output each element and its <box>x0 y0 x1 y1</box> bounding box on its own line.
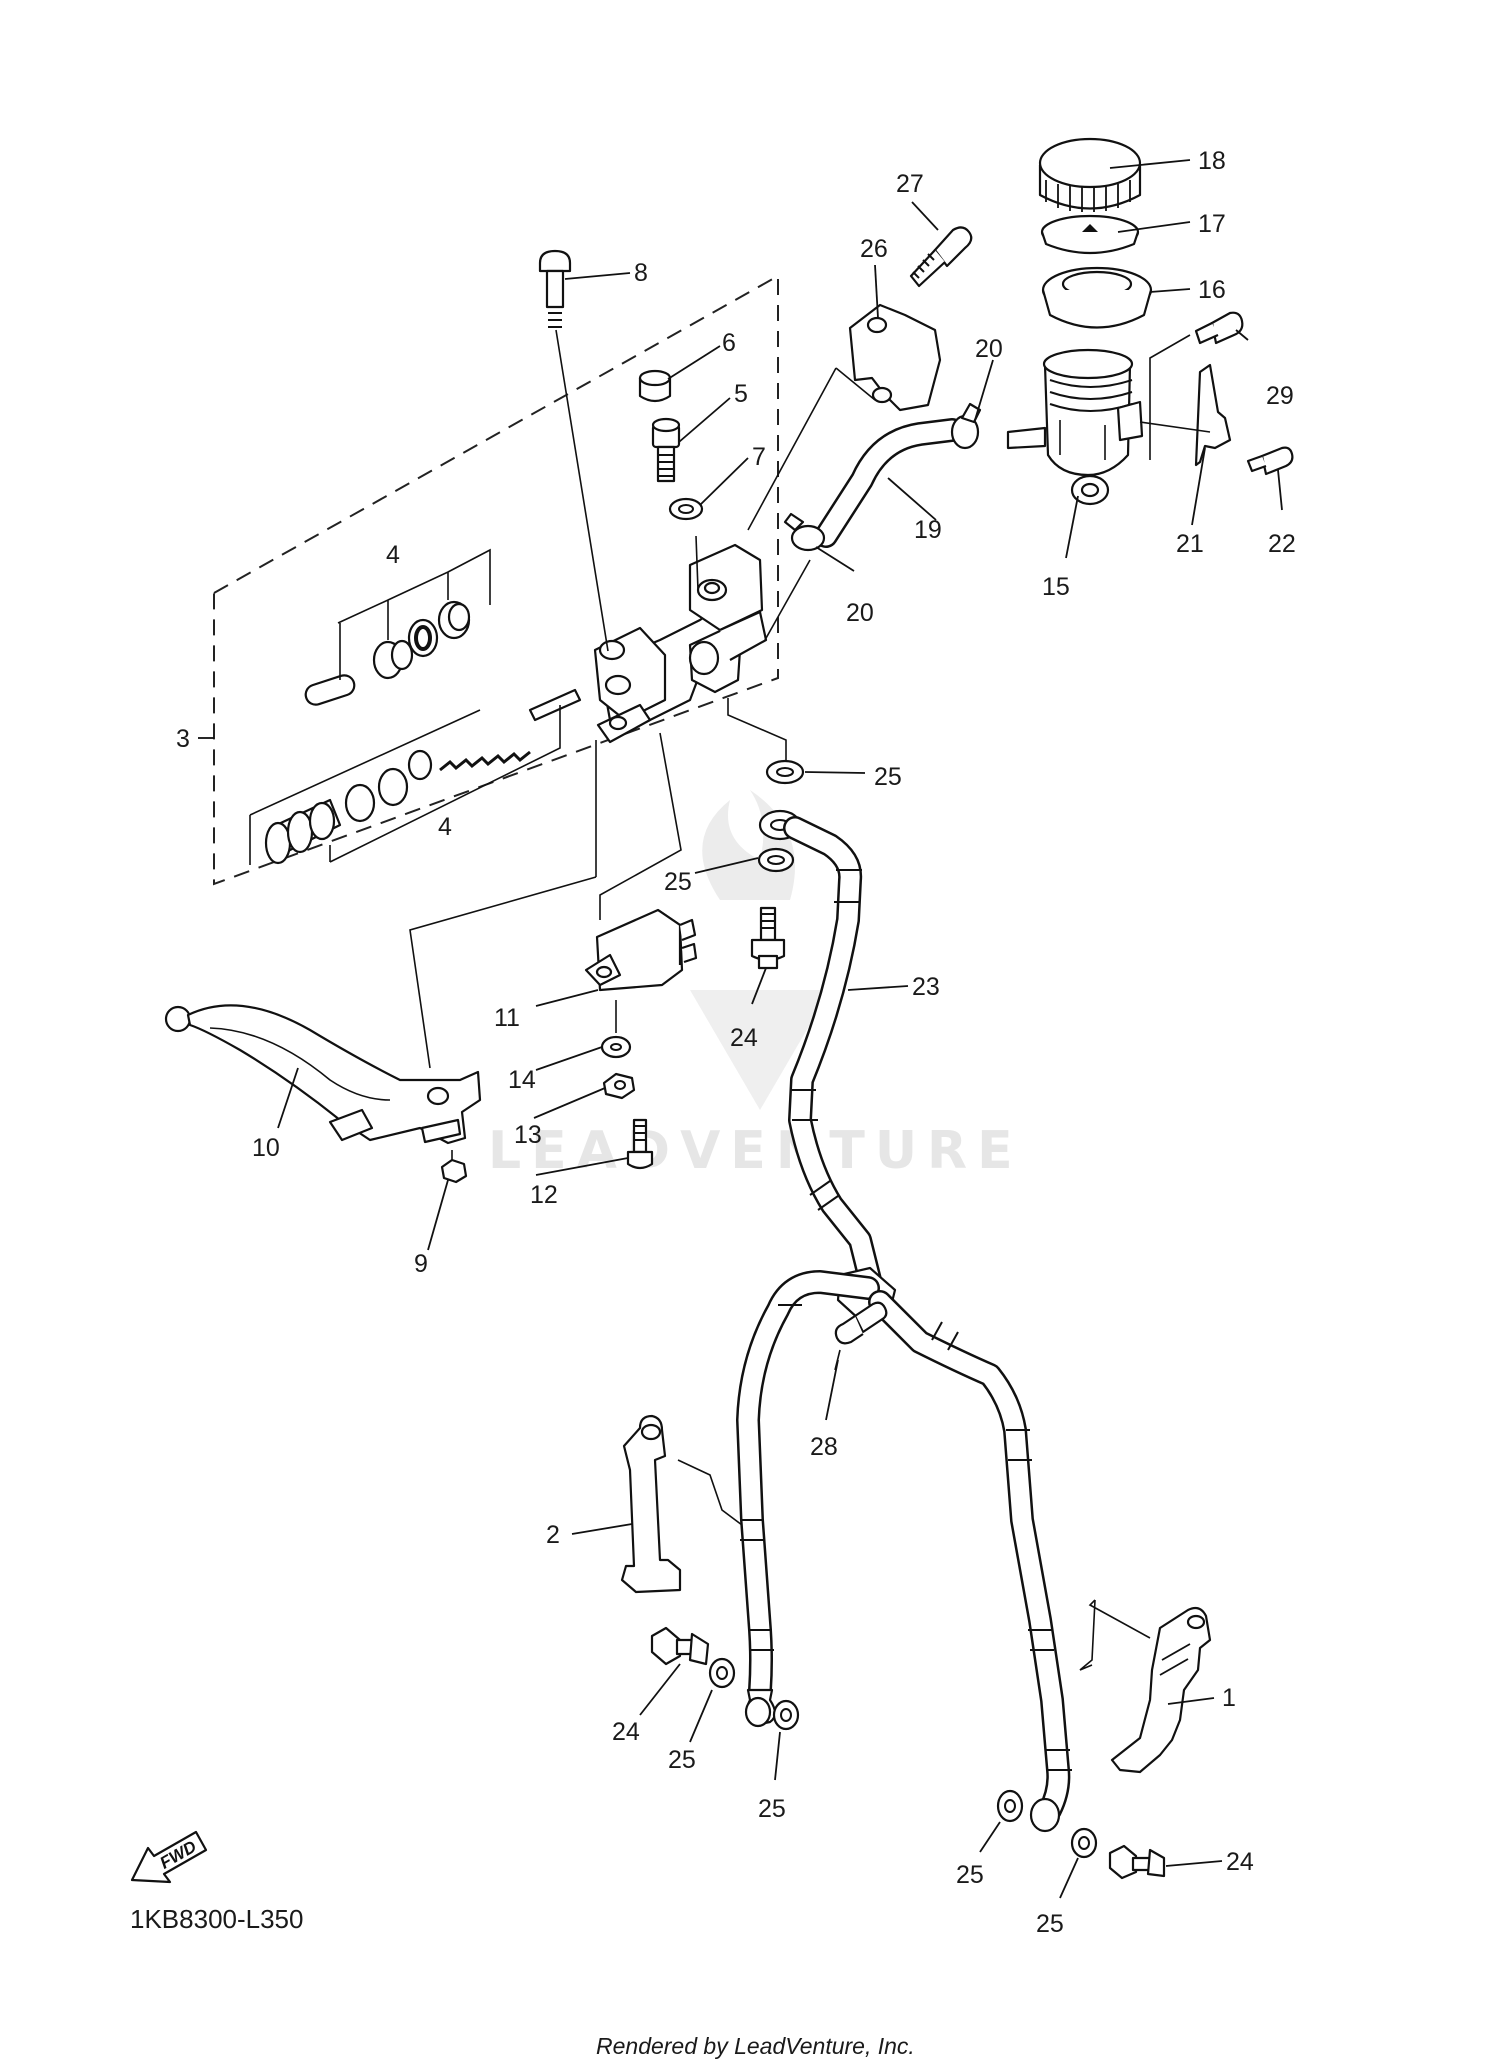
brake-hose-23 <box>783 816 882 1292</box>
union-bolt-24-left <box>650 1626 710 1666</box>
union-bolt-24-upper <box>750 906 786 970</box>
callout-4-lower: 4 <box>438 813 452 841</box>
callout-17: 17 <box>1198 210 1226 238</box>
washer-25-right-b <box>1070 1827 1098 1859</box>
lever-leader-line <box>409 876 597 1069</box>
nut-13 <box>602 1072 636 1100</box>
callout-25-right-b: 25 <box>1036 1910 1064 1938</box>
callout-6: 6 <box>722 329 736 357</box>
bleeder-screw-5 <box>651 417 681 483</box>
leadventure-watermark: LEADVENTURE <box>488 790 1023 1181</box>
callout-14: 14 <box>508 1066 536 1094</box>
callout-25-upper: 25 <box>874 763 902 791</box>
washer-25-second <box>757 847 795 873</box>
callout-21: 21 <box>1176 530 1204 558</box>
brake-hose-left-branch <box>736 1270 880 1728</box>
nut-9 <box>440 1158 468 1184</box>
callout-1: 1 <box>1222 1684 1236 1712</box>
callout-10: 10 <box>252 1134 280 1162</box>
callout-22: 22 <box>1268 530 1296 558</box>
bolt-29 <box>1149 311 1244 460</box>
master-cylinder-kit-box <box>213 274 779 886</box>
callout-24-upper: 24 <box>730 1024 758 1052</box>
callout-25-second: 25 <box>664 868 692 896</box>
screw-12 <box>626 1118 654 1170</box>
hose-clip-20-upper <box>950 402 982 450</box>
washer-25-left-a <box>708 1657 736 1689</box>
piston-kit-upper <box>304 548 491 706</box>
washer-14 <box>600 1000 632 1059</box>
callout-19: 19 <box>914 516 942 544</box>
brake-switch-11 <box>584 908 698 992</box>
callout-20-lower: 20 <box>846 599 874 627</box>
callout-9: 9 <box>414 1250 428 1278</box>
callout-16: 16 <box>1198 276 1226 304</box>
callout-23: 23 <box>912 973 940 1001</box>
piston-kit-lower <box>249 688 582 865</box>
callout-7: 7 <box>752 443 766 471</box>
bolt-22 <box>1246 446 1294 476</box>
callout-2: 2 <box>546 1521 560 1549</box>
reservoir-cap-18 <box>1038 137 1142 212</box>
reservoir-15 <box>1006 348 1144 506</box>
callout-28: 28 <box>810 1433 838 1461</box>
washer-25-left-b <box>772 1699 800 1731</box>
diagram-code: 1KB8300-L350 <box>130 1904 303 1934</box>
master-cylinder-body <box>593 543 768 744</box>
watermark-text: LEADVENTURE <box>488 1121 1023 1181</box>
diaphragm-plate-17 <box>1040 214 1140 255</box>
washer-25-upper <box>727 698 805 785</box>
callout-15: 15 <box>1042 573 1070 601</box>
bleeder-cap-6 <box>638 369 672 403</box>
stay-bracket-21 <box>1139 363 1232 467</box>
callout-4-upper: 4 <box>386 541 400 569</box>
callout-24-left: 24 <box>612 1718 640 1746</box>
callout-11: 11 <box>494 1004 520 1032</box>
copper-washer-7 <box>668 497 704 591</box>
callout-27: 27 <box>896 170 924 198</box>
callout-18: 18 <box>1198 147 1226 175</box>
switch-leader-lines <box>595 732 682 920</box>
callout-3: 3 <box>176 725 190 753</box>
callout-25-right-a: 25 <box>956 1861 984 1889</box>
callout-12: 12 <box>530 1181 558 1209</box>
hose-guide-bracket-1 <box>1079 1599 1212 1774</box>
union-bolt-24-right <box>1108 1844 1166 1880</box>
pivot-bolt-8 <box>538 249 609 652</box>
callout-24-right: 24 <box>1226 1848 1254 1876</box>
reservoir-hose-19 <box>814 418 964 548</box>
callout-20-upper: 20 <box>975 335 1003 363</box>
diaphragm-16 <box>1041 266 1153 329</box>
callout-labels: 18 17 16 27 26 8 6 5 7 20 20 19 29 21 22… <box>176 147 1296 1938</box>
fwd-arrow-icon: FWD <box>130 1830 208 1884</box>
callout-25-left-b: 25 <box>758 1795 786 1823</box>
hose-clip-20-lower <box>783 512 826 552</box>
leader-lines <box>198 159 1283 1899</box>
brake-lever-10 <box>164 1004 482 1163</box>
screw-27 <box>909 226 973 288</box>
callout-13: 13 <box>514 1121 542 1149</box>
bolt-28 <box>834 1301 888 1371</box>
holder-26 <box>747 303 942 531</box>
callout-29: 29 <box>1266 382 1294 410</box>
hose-leader-line <box>764 559 811 641</box>
callout-25-left-a: 25 <box>668 1746 696 1774</box>
callout-5: 5 <box>734 380 748 408</box>
hose-guide-bracket-2 <box>620 1414 743 1594</box>
brake-hose-right-branch <box>868 1290 1072 1833</box>
callout-8: 8 <box>634 259 648 287</box>
washer-25-right-a <box>996 1789 1024 1823</box>
render-credit: Rendered by LeadVenture, Inc. <box>596 2033 915 2059</box>
callout-26: 26 <box>860 235 888 263</box>
